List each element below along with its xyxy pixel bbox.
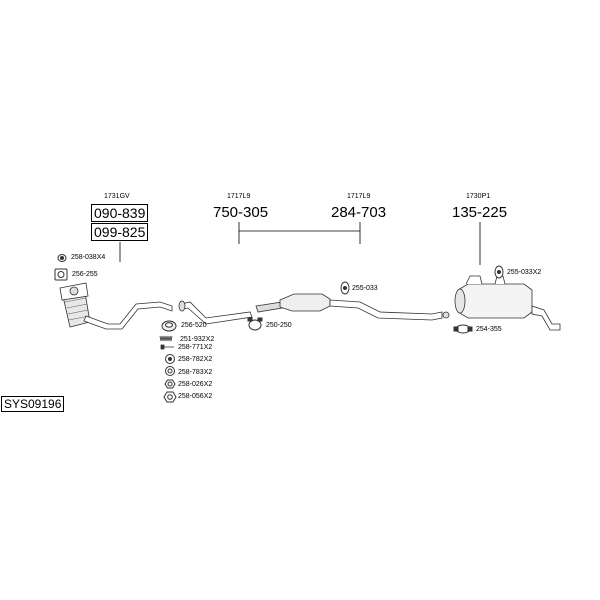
nut-icon	[165, 354, 175, 364]
part-label[interactable]: 255-033	[352, 285, 378, 292]
rear-clamp-icon	[453, 324, 473, 334]
bolt-icon	[160, 344, 174, 350]
part-label[interactable]: 258-038X4	[71, 254, 106, 261]
flange-ring-icon	[161, 320, 177, 332]
hex-nut-icon	[164, 379, 176, 389]
intermediate-pipe	[178, 300, 253, 325]
gasket-icon	[54, 268, 68, 281]
hex-nut-large-icon	[163, 391, 177, 403]
rubber-mount-icon	[340, 281, 350, 295]
part-label[interactable]: 256-520	[181, 322, 207, 329]
middle-code-rear[interactable]: 284-703	[331, 204, 387, 221]
catalyst-code-2[interactable]: 099-825	[91, 223, 149, 241]
rear-code[interactable]: 135-225	[452, 204, 508, 221]
part-label[interactable]: 258-782X2	[178, 356, 213, 363]
front-pipe	[83, 301, 173, 330]
clamp-icon	[247, 317, 263, 331]
catalyst-code-1[interactable]: 090-839	[91, 204, 149, 222]
washer-icon	[165, 366, 175, 376]
part-label[interactable]: 251-932X2	[180, 336, 215, 343]
system-id-label: SYS09196	[1, 396, 65, 412]
rear-silencer	[454, 275, 561, 331]
spring-icon	[159, 335, 173, 342]
group-ref-front-middle: 1717L9	[227, 193, 251, 200]
rubber-mount-rear-icon	[494, 265, 504, 279]
middle-code-front[interactable]: 750-305	[213, 204, 269, 221]
part-label[interactable]: 258-771X2	[178, 344, 213, 351]
part-label[interactable]: 258-056X2	[178, 393, 213, 400]
group-ref-rear-middle: 1717L9	[347, 193, 371, 200]
part-label[interactable]: 258-783X2	[178, 369, 213, 376]
part-label[interactable]: 256-255	[72, 271, 98, 278]
part-label[interactable]: 255-033X2	[507, 269, 542, 276]
group-ref-rear: 1730P1	[466, 193, 491, 200]
part-label[interactable]: 250-250	[266, 322, 292, 329]
catalytic-converter	[59, 282, 91, 328]
mounting-ring-icon	[57, 254, 67, 262]
part-label[interactable]: 254-355	[476, 326, 502, 333]
middle-silencer	[255, 293, 450, 321]
group-ref-catalyst: 1731GV	[104, 193, 130, 200]
part-label[interactable]: 258-026X2	[178, 381, 213, 388]
